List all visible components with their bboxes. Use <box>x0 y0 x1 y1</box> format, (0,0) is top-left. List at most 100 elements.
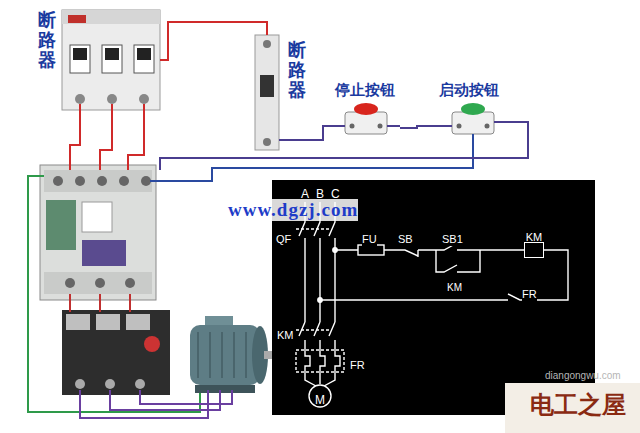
watermark: 电工之屋 <box>530 392 626 420</box>
motor-photo-part <box>233 332 235 378</box>
motor-photo-part <box>190 325 260 385</box>
watermark-ground-part <box>505 383 640 433</box>
contactor-photo-part <box>44 272 152 294</box>
photo-wires-part <box>128 104 144 170</box>
breaker-3p-photo-part <box>62 10 160 24</box>
stop-button-photo-part <box>345 112 387 134</box>
text-holder: KM <box>526 226 543 245</box>
text-holder: 断路器 <box>38 10 56 70</box>
contactor-photo-part <box>44 170 152 192</box>
contactor-photo-part <box>141 176 151 186</box>
text-holder: SB <box>398 228 413 247</box>
photo-wires-part <box>28 176 200 412</box>
text-holder: KM <box>447 276 462 295</box>
thermal-relay-photo-part <box>105 379 115 389</box>
text-holder: 停止按钮 <box>335 80 395 99</box>
text-holder: FR <box>350 354 365 373</box>
device-tag: FR <box>522 288 537 301</box>
start-button-photo-part <box>485 124 490 129</box>
stop-button-photo-part <box>378 124 383 129</box>
schematic-lines-part <box>299 322 305 350</box>
schematic-lines-part <box>320 350 325 384</box>
contactor-photo-part <box>75 176 85 186</box>
component-label: 启动按钮 <box>439 82 499 99</box>
stop-button-photo-part <box>350 124 355 129</box>
schematic-lines-part <box>305 350 316 386</box>
breaker-3p-photo <box>62 10 160 110</box>
breaker-1p-photo-part <box>263 138 271 146</box>
text-holder: FU <box>362 228 377 247</box>
contactor-photo-part <box>119 176 129 186</box>
component-label: 停止按钮 <box>335 82 395 99</box>
contactor-photo-part <box>46 200 76 250</box>
motor-node: M <box>308 384 332 408</box>
text-holder: diangongwu.com <box>545 364 621 383</box>
schematic-lines-part <box>333 248 337 252</box>
contactor-photo-part <box>97 176 107 186</box>
breaker-3p-photo-part <box>102 45 122 73</box>
component-label: 断路器 <box>288 40 306 99</box>
text-holder: 断路器 <box>288 40 306 100</box>
breaker-3p-photo-part <box>75 94 85 104</box>
breaker-1p-photo <box>255 35 279 150</box>
watermark: diangongwu.com <box>545 370 621 382</box>
schematic-lines-part <box>358 245 384 255</box>
device-tag: KM <box>447 282 462 294</box>
motor-photo-part <box>245 332 247 378</box>
breaker-1p-photo-part <box>260 75 274 97</box>
photo-wires-part <box>129 294 131 312</box>
photo-wires-part <box>140 390 232 404</box>
thermal-relay-photo-part <box>75 379 85 389</box>
text-holder: 启动按钮 <box>439 80 499 99</box>
photo-wires-part <box>279 139 316 141</box>
contactor-photo <box>40 165 156 300</box>
contactor-photo-part <box>95 278 105 288</box>
device-tag: FR <box>350 359 365 372</box>
schematic-lines-part <box>329 322 335 350</box>
contactor-photo-part <box>65 278 75 288</box>
device-tag: KM <box>277 329 294 342</box>
device-tag: SB <box>398 233 413 246</box>
device-tag: SB1 <box>442 233 463 246</box>
photo-wires-part <box>69 294 71 312</box>
contactor-photo-part <box>53 176 63 186</box>
contactor-photo-part <box>40 165 156 300</box>
thermal-relay-photo-part <box>96 314 120 330</box>
breaker-3p-photo-part <box>139 94 149 104</box>
photo-wires-part <box>160 122 528 170</box>
schematic-lines-part <box>314 322 320 350</box>
photo-wires-part <box>110 390 220 410</box>
schematic-lines-part <box>436 250 480 272</box>
breaker-3p-photo-part <box>105 48 119 60</box>
contactor-photo-part <box>82 240 126 266</box>
thermal-relay-photo-part <box>66 314 90 330</box>
text-holder: KM <box>277 324 294 343</box>
breaker-1p-photo-part <box>263 40 271 48</box>
thermal-relay-photo-part <box>62 310 170 395</box>
button-node: 启动按钮 <box>434 80 504 140</box>
text-holder: SB1 <box>442 228 463 247</box>
schematic-lines-part <box>324 350 340 386</box>
wire-connector <box>400 126 434 128</box>
motor-circle-outline <box>309 385 331 407</box>
breaker-3p-photo-part <box>70 45 90 73</box>
photo-wires-part <box>330 125 345 127</box>
start-button-photo-part <box>461 103 485 115</box>
wire-connector <box>316 126 330 140</box>
button-node: 停止按钮 <box>330 80 400 140</box>
start-button-photo-part <box>452 112 494 134</box>
breaker-3p-photo-part <box>62 10 160 110</box>
schematic-lines-part <box>398 250 436 257</box>
motor-photo-part <box>221 332 223 378</box>
watermark-ground <box>505 383 640 433</box>
thermal-relay-photo-part <box>126 314 150 330</box>
component-label: 断路器 <box>38 10 56 69</box>
breaker-3p-photo-part <box>107 94 117 104</box>
text-holder: 电工之屋 <box>530 392 626 420</box>
text-holder: M <box>315 389 325 408</box>
text-holder: QF <box>276 228 291 247</box>
schematic-lines-part <box>296 329 330 330</box>
motor-photo-part <box>197 332 199 378</box>
schematic-lines-part <box>335 249 398 250</box>
